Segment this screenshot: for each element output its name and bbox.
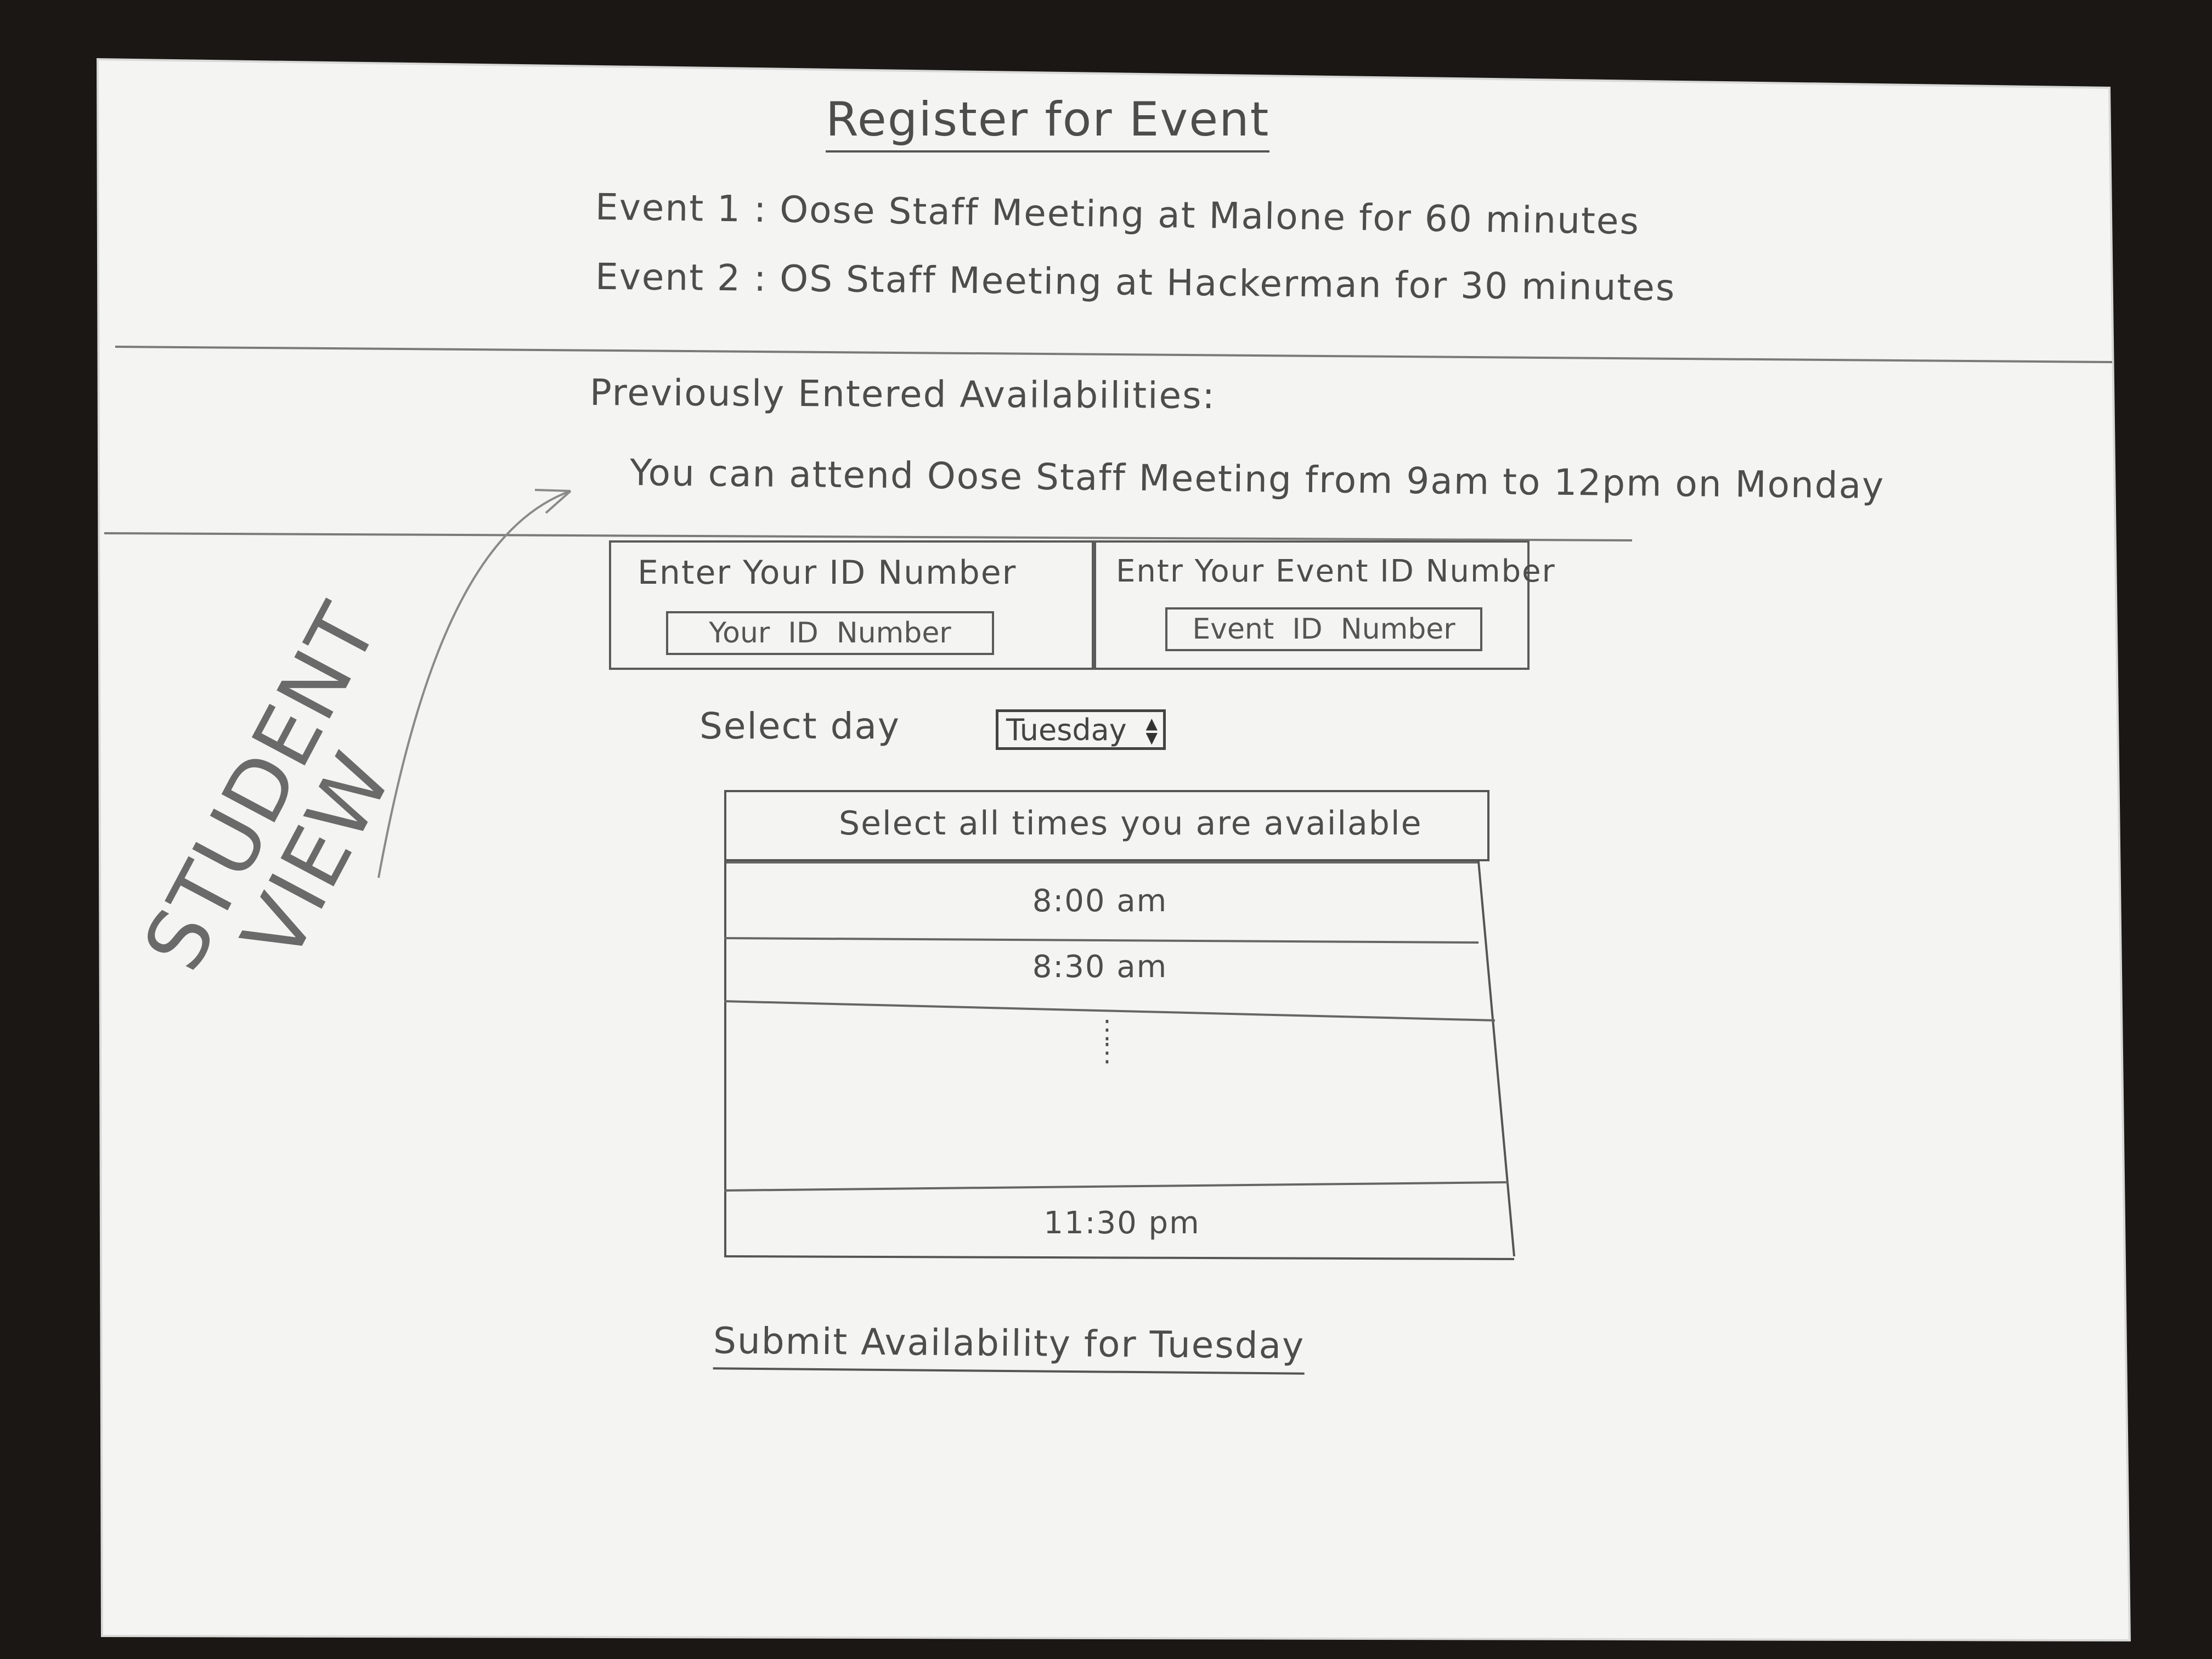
- previous-availabilities-heading: Previously Entered Availabilities:: [589, 371, 1216, 417]
- event-id-label: Entr Your Event ID Number: [1116, 554, 1556, 589]
- page-title: Register for Event: [826, 92, 1270, 153]
- event-id-input[interactable]: [1165, 607, 1482, 651]
- submit-availability-link[interactable]: Submit Availability for Tuesday: [713, 1319, 1305, 1375]
- time-slot-ellipsis: ⋮⋮: [1094, 1014, 1121, 1067]
- divider-line-bottom: [104, 532, 1633, 541]
- your-id-panel: Enter Your ID Number: [609, 540, 1096, 670]
- time-slot-row[interactable]: 11:30 pm: [1043, 1205, 1200, 1241]
- time-table-header-text: Select all times you are available: [839, 804, 1423, 843]
- day-select-dropdown[interactable]: Tuesday ▲▼: [996, 709, 1166, 750]
- your-id-label: Enter Your ID Number: [637, 554, 1017, 592]
- arrow-head: [534, 489, 572, 514]
- time-slot-table: Select all times you are available 8:00 …: [724, 790, 1514, 1256]
- select-arrows-icon: ▲▼: [1146, 714, 1158, 747]
- your-id-input[interactable]: [666, 611, 994, 655]
- divider-line-top: [115, 346, 2113, 363]
- day-select-value: Tuesday: [1006, 712, 1127, 747]
- time-slot-row[interactable]: 8:30 am: [1032, 949, 1168, 985]
- time-slot-row[interactable]: 8:00 am: [1032, 883, 1168, 919]
- select-day-label: Select day: [699, 705, 900, 747]
- event-id-panel: Entr Your Event ID Number: [1092, 540, 1555, 670]
- time-table-header: Select all times you are available: [724, 790, 1489, 861]
- annotation-arrow: [377, 490, 571, 878]
